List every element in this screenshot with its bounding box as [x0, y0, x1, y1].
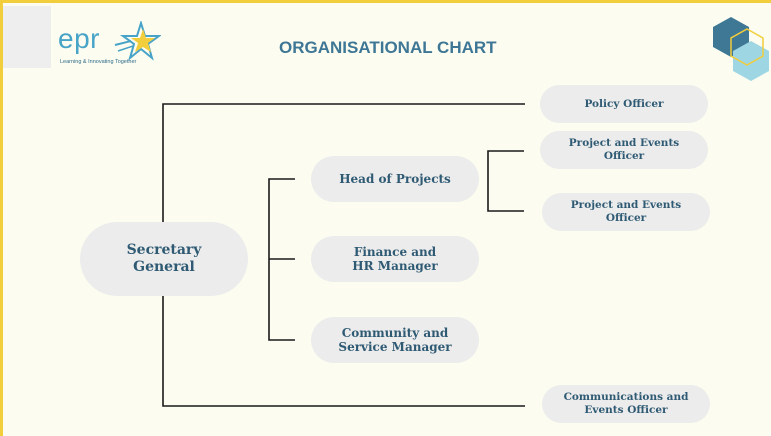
node-label: Communications and Events Officer: [563, 391, 689, 416]
node-communications-events-officer: Communications and Events Officer: [542, 385, 710, 423]
node-label: Head of Projects: [339, 171, 451, 186]
corner-shade: [3, 6, 51, 68]
logo-tagline: Learning & Innovating Together: [60, 59, 137, 65]
node-finance-hr-manager: Finance and HR Manager: [311, 236, 479, 282]
epr-logo: epr Learning & Innovating Together: [58, 19, 168, 71]
star-icon: [114, 21, 161, 61]
connector-lines: [162, 103, 525, 407]
chart-title: ORGANISATIONAL CHART: [279, 38, 497, 57]
node-label: Project and Events Officer: [570, 199, 682, 224]
connector-to-policy-officer: [162, 103, 525, 225]
node-label: Finance and HR Manager: [352, 244, 438, 273]
node-policy-officer: Policy Officer: [540, 85, 708, 123]
node-community-service-manager: Community and Service Manager: [311, 317, 479, 363]
node-label: Project and Events Officer: [568, 137, 680, 162]
connector-to-communications: [162, 295, 525, 407]
connector-bracket-project-officers: [487, 150, 524, 212]
node-project-events-officer-2: Project and Events Officer: [542, 193, 710, 231]
node-label: Policy Officer: [584, 97, 664, 110]
node-project-events-officer-1: Project and Events Officer: [540, 131, 708, 169]
node-label: Secretary General: [126, 242, 202, 275]
node-secretary-general: Secretary General: [80, 222, 248, 296]
logo-wordmark: epr: [58, 23, 100, 54]
node-label: Community and Service Manager: [338, 325, 452, 354]
node-head-of-projects: Head of Projects: [311, 156, 479, 202]
hexagon-decoration-icon: [713, 17, 769, 81]
